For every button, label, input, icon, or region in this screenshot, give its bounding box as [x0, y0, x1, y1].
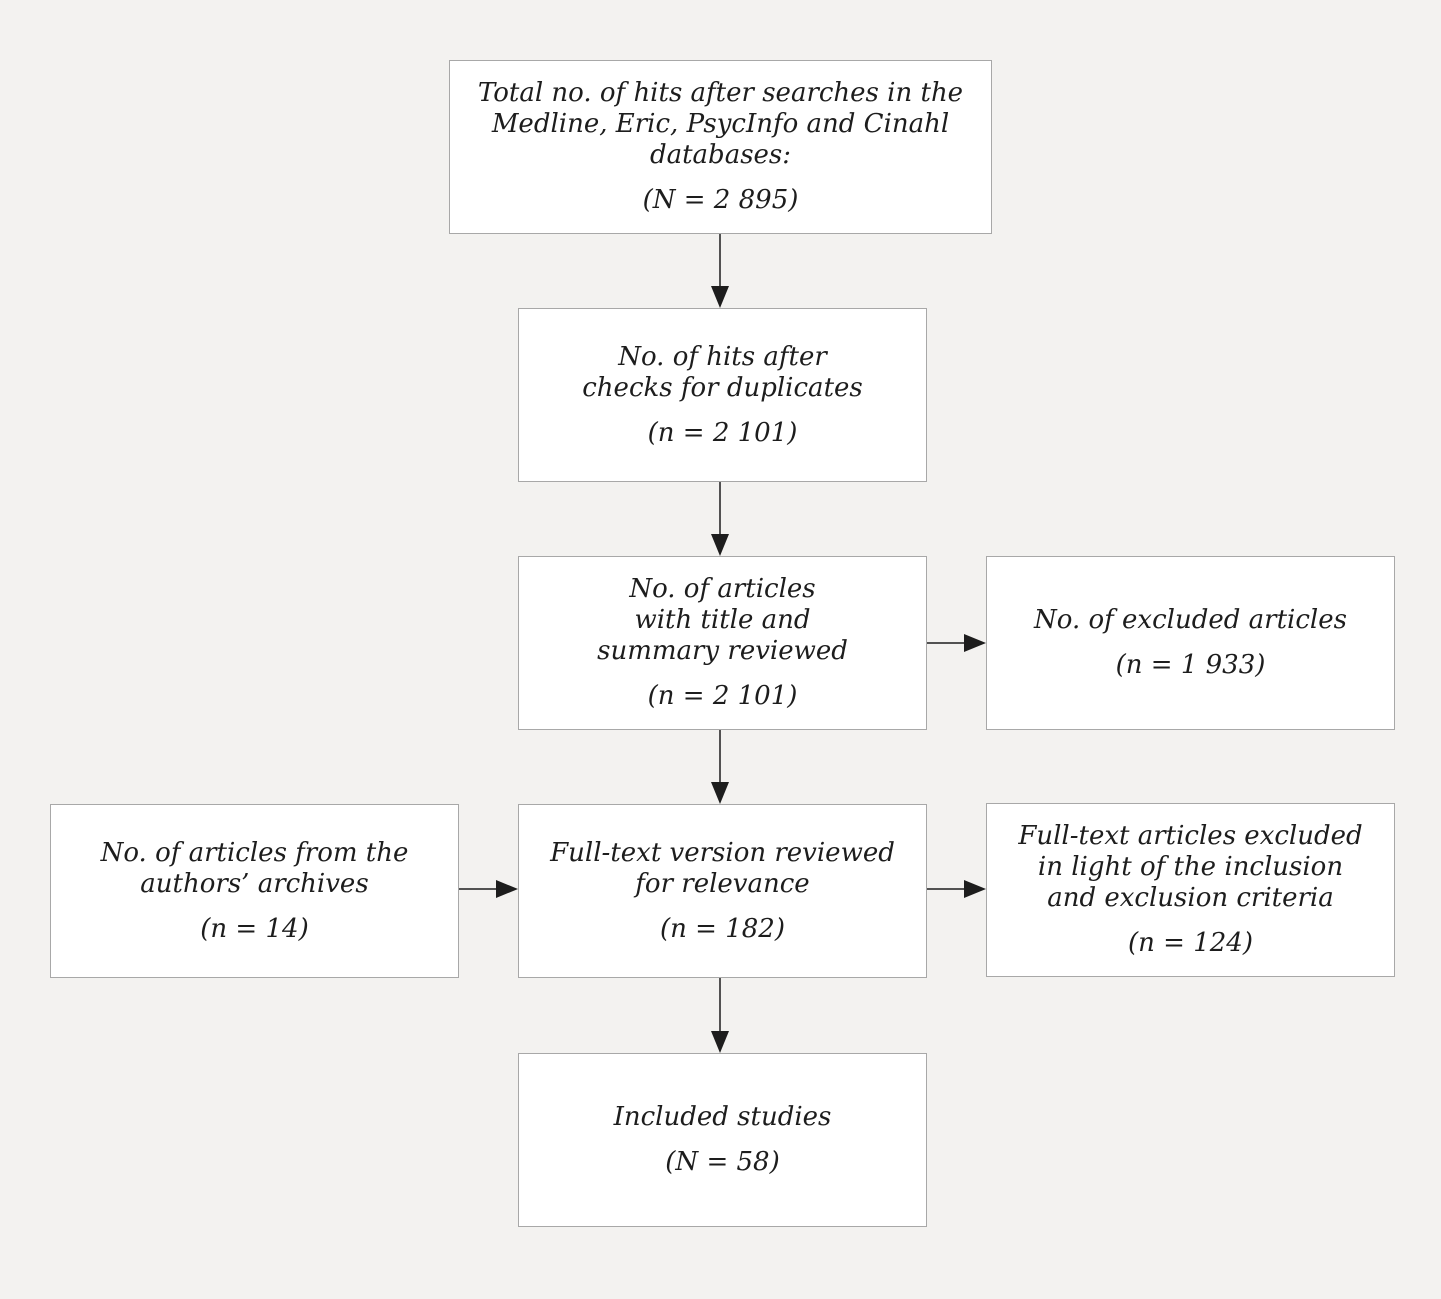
included-studies-count: (N = 58)	[665, 1147, 780, 1177]
title-summary-reviewed-label: No. of articles with title and summary r…	[597, 574, 848, 666]
search-hits-count: (N = 2 895)	[642, 185, 799, 215]
arrow-archives-to-full-text	[459, 880, 518, 898]
full-text-excluded-box: Full-text articles excluded in light of …	[986, 803, 1395, 977]
authors-archives-box: No. of articles from the authors’ archiv…	[50, 804, 459, 978]
excluded-articles-box: No. of excluded articles (n = 1 933)	[986, 556, 1395, 730]
full-text-excluded-label: Full-text articles excluded in light of …	[1018, 821, 1363, 913]
arrow-search-to-duplicates	[711, 234, 729, 308]
full-text-reviewed-box: Full-text version reviewed for relevance…	[518, 804, 927, 978]
full-text-reviewed-label: Full-text version reviewed for relevance	[550, 837, 895, 899]
full-text-reviewed-count: (n = 182)	[660, 913, 785, 944]
included-studies-label: Included studies	[613, 1102, 832, 1132]
authors-archives-count: (n = 14)	[200, 913, 309, 944]
search-hits-label: Total no. of hits after searches in the …	[477, 78, 964, 170]
title-summary-reviewed-count: (n = 2 101)	[647, 681, 798, 711]
title-summary-reviewed-box: No. of articles with title and summary r…	[518, 556, 927, 730]
arrow-title-review-to-excluded	[927, 634, 986, 652]
included-studies-box: Included studies (N = 58)	[518, 1053, 927, 1227]
after-duplicates-count: (n = 2 101)	[647, 417, 798, 448]
arrow-full-text-to-included	[711, 978, 729, 1053]
arrow-full-text-to-excluded	[927, 880, 986, 898]
arrow-duplicates-to-title-review	[711, 482, 729, 556]
arrow-title-review-to-full-text	[711, 730, 729, 804]
full-text-excluded-count: (n = 124)	[1128, 928, 1253, 958]
excluded-articles-count: (n = 1 933)	[1115, 650, 1266, 680]
after-duplicates-box: No. of hits after checks for duplicates …	[518, 308, 927, 482]
search-hits-box: Total no. of hits after searches in the …	[449, 60, 992, 234]
after-duplicates-label: No. of hits after checks for duplicates	[582, 341, 863, 403]
excluded-articles-label: No. of excluded articles	[1034, 605, 1347, 635]
authors-archives-label: No. of articles from the authors’ archiv…	[100, 837, 409, 899]
